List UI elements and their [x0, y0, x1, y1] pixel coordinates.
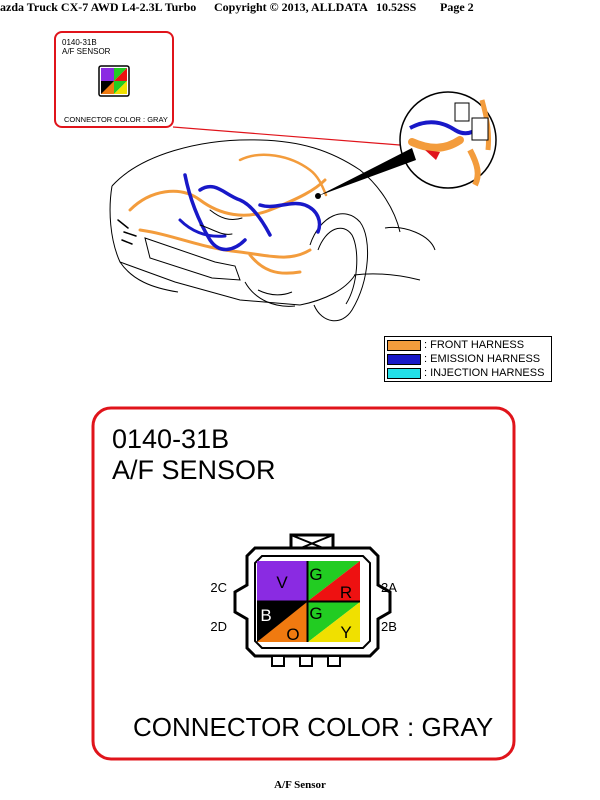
legend-label: : FRONT HARNESS [424, 339, 525, 351]
connector-name: A/F SENSOR [112, 455, 276, 485]
version-text: 10.52SS [376, 0, 417, 14]
page-header: azda Truck CX-7 AWD L4-2.3L Turbo Copyri… [0, 0, 600, 16]
front-harness-swatch [387, 339, 421, 351]
legend-front-harness: : FRONT HARNESS [387, 338, 549, 352]
cell-letter-b: B [260, 606, 271, 625]
emission-harness-swatch [387, 353, 421, 365]
injection-harness-swatch [387, 367, 421, 379]
legend-emission-harness: : EMISSION HARNESS [387, 352, 549, 366]
thumbnail-code: 0140-31B [62, 38, 97, 47]
vehicle-outline [109, 139, 436, 322]
cell-yellow [308, 602, 360, 642]
harness-wiring [117, 153, 328, 275]
page-caption: A/F Sensor [274, 779, 326, 791]
copyright-text: Copyright © 2013, ALLDATA [214, 0, 368, 14]
page-number: Page 2 [440, 0, 474, 14]
cell-letter-o: O [286, 625, 299, 644]
thumbnail-connector-color: CONNECTOR COLOR : GRAY [64, 115, 168, 124]
cell-red [308, 561, 360, 601]
connector-code: 0140-31B [112, 424, 230, 454]
pin-label-2d: 2D [210, 619, 227, 634]
pin-label-2c: 2C [210, 580, 227, 595]
cell-violet [257, 561, 307, 601]
thumbnail-connector-icon [98, 65, 130, 97]
cell-orange [257, 602, 307, 642]
cell-letter-g-bottom: G [309, 604, 322, 623]
cell-letter-r: R [340, 583, 352, 602]
connector-color-label: CONNECTOR COLOR : GRAY [133, 712, 494, 742]
cell-letter-y: Y [340, 623, 351, 642]
legend-injection-harness: : INJECTION HARNESS [387, 366, 549, 380]
vehicle-title: azda Truck CX-7 AWD L4-2.3L Turbo [0, 0, 197, 14]
pin-label-2a: 2A [381, 580, 397, 595]
zoom-detail [399, 91, 497, 189]
legend-label: : EMISSION HARNESS [424, 353, 541, 365]
connector-face: V G R B O G Y 2C 2D 2A 2B [210, 533, 397, 667]
thumbnail-name: A/F SENSOR [62, 47, 111, 56]
harness-legend: : FRONT HARNESS : EMISSION HARNESS : INJ… [384, 336, 552, 382]
pin-label-2b: 2B [381, 619, 397, 634]
cell-letter-g-top: G [309, 565, 322, 584]
legend-label: : INJECTION HARNESS [424, 367, 545, 379]
thumbnail-connector-box: 0140-31B A/F SENSOR CONNECTOR COLOR : GR… [54, 31, 174, 128]
cell-letter-v: V [276, 573, 288, 592]
